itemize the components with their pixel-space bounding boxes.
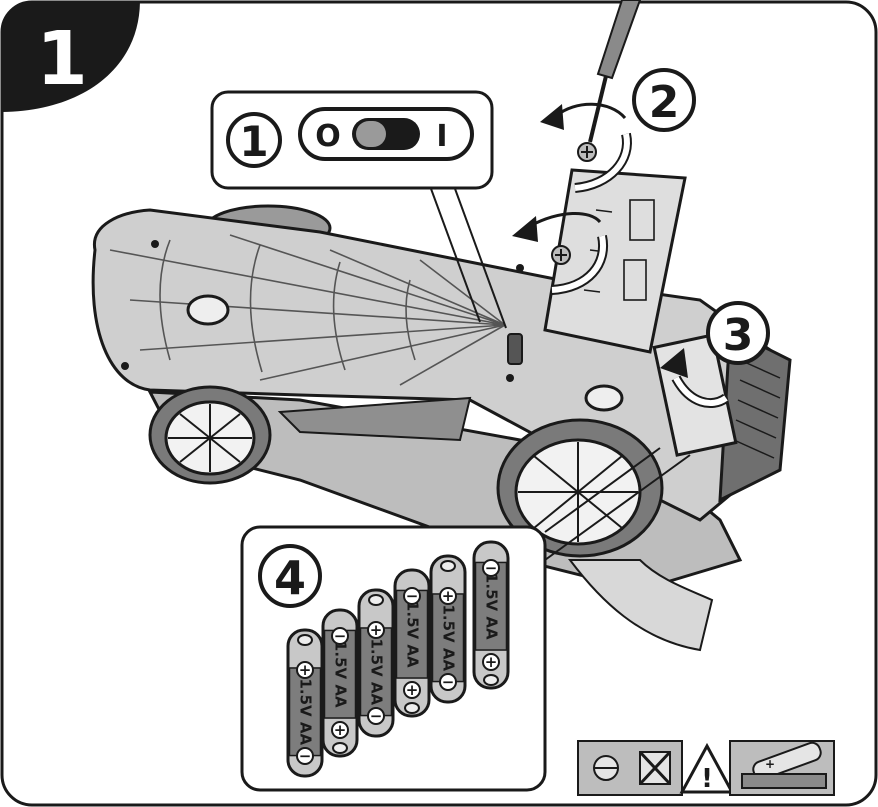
battery-label: 1.5V AA — [483, 573, 501, 640]
warning-symbol: ! — [701, 764, 713, 794]
callout-2: 2 — [634, 70, 694, 130]
screw-upper — [578, 143, 596, 161]
battery-label: 1.5V AA — [368, 638, 386, 705]
battery-terminal — [369, 595, 383, 605]
callout-4-number: 4 — [274, 551, 306, 605]
switch-off-symbol: O — [315, 119, 341, 154]
battery-1: + − 1.5V AA — [288, 630, 322, 776]
battery-terminal — [441, 561, 455, 571]
battery-plus-symbol: + — [370, 621, 383, 639]
battery-6: +−1.5V AA — [474, 542, 508, 688]
battery-2: +−1.5V AA — [323, 610, 357, 756]
battery-3: + − 1.5V AA — [359, 590, 393, 736]
callout-3-number: 3 — [723, 310, 754, 361]
battery-label: 1.5V AA — [332, 641, 350, 708]
car-wheel-left — [150, 387, 270, 483]
battery-orientation-guide: ! + — [578, 741, 834, 795]
battery-terminal — [484, 675, 498, 685]
battery-plus-symbol: + — [334, 721, 347, 739]
battery-terminal — [333, 743, 347, 753]
battery-plus-symbol: + — [442, 587, 455, 605]
battery-minus-symbol: − — [442, 673, 455, 691]
callout-2-number: 2 — [649, 77, 680, 128]
switch-on-symbol: I — [436, 119, 447, 154]
callout-3: 3 — [708, 303, 768, 363]
battery-label: 1.5V AA — [297, 678, 315, 745]
battery-plus-symbol: + — [299, 661, 312, 679]
battery-minus-symbol: − — [370, 707, 383, 725]
battery-label: 1.5V AA — [404, 601, 422, 668]
battery-plus-symbol: + — [406, 681, 419, 699]
step-number: 1 — [36, 16, 88, 102]
battery-4: +−1.5V AA — [395, 570, 429, 716]
insert-plus-symbol: + — [765, 757, 775, 771]
screw-lower — [552, 246, 570, 264]
switch-knob — [356, 121, 386, 147]
callout-1-number: 1 — [239, 117, 268, 166]
battery-terminal — [298, 635, 312, 645]
battery-terminal — [405, 703, 419, 713]
battery-label: 1.5V AA — [440, 604, 458, 671]
battery-5: + − 1.5V AA — [431, 556, 465, 702]
battery-minus-symbol: − — [299, 747, 312, 765]
battery-plus-symbol: + — [485, 653, 498, 671]
